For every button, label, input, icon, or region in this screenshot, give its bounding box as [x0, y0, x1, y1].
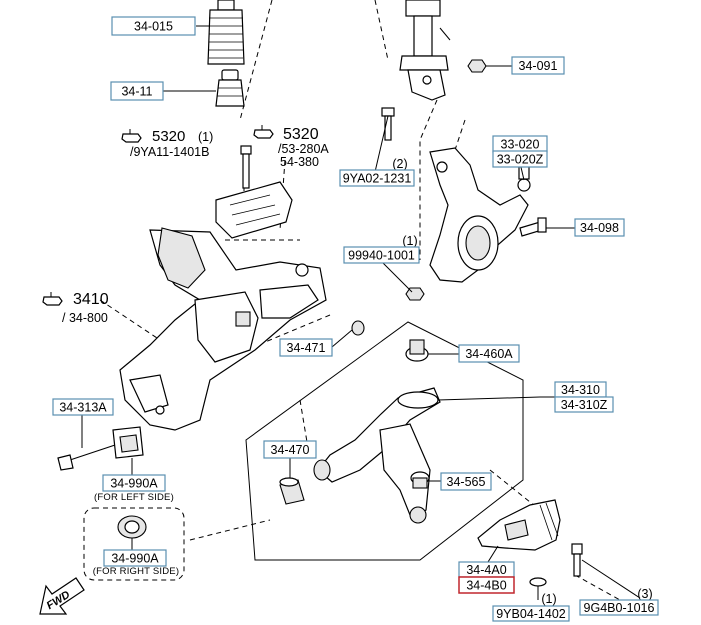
- leader-lines: [81, 25, 641, 600]
- pointing-hand-icon: [253, 125, 274, 139]
- callout-34-4a0-label: 34-4A0: [466, 563, 506, 577]
- callout-34-990a-left[interactable]: 34-990A (FOR LEFT SIDE): [94, 474, 174, 503]
- washer-9yb04: [529, 577, 547, 587]
- callout-34-471-label: 34-471: [287, 341, 326, 355]
- reference-5320-a-number: 5320: [152, 128, 185, 145]
- callout-33-020[interactable]: 33-020: [492, 135, 548, 153]
- pointing-hand-icon: [42, 292, 63, 306]
- callout-34-098[interactable]: 34-098: [574, 218, 625, 237]
- callout-99940-1001[interactable]: (1) 99940-1001: [343, 234, 420, 264]
- callout-34-015[interactable]: 34-015: [111, 16, 196, 36]
- callout-9yb04-1402[interactable]: (1) 9YB04-1402: [492, 592, 570, 622]
- strut-assembly: [399, 0, 451, 101]
- dashed-guides: [99, 0, 621, 601]
- callout-33-020z[interactable]: 33-020Z: [492, 150, 548, 168]
- callout-9ya02-label: 9YA02-1231: [343, 172, 412, 186]
- callout-34-4a0[interactable]: 34-4A0: [458, 561, 515, 578]
- reference-5320-b[interactable]: 5320 /53-280A 54-380: [253, 125, 329, 169]
- reference-5320-a[interactable]: 5320 (1) /9YA11-1401B: [121, 128, 213, 159]
- callout-34-310z-label: 34-310Z: [561, 398, 608, 412]
- callout-34-990a-right[interactable]: 34-990A (FOR RIGHT SIDE): [93, 549, 179, 577]
- callout-34-565-label: 34-565: [447, 475, 486, 489]
- forward-direction-arrow: FWD: [39, 577, 85, 615]
- callout-34-313a-label: 34-313A: [59, 401, 107, 415]
- callout-34-310z[interactable]: 34-310Z: [554, 396, 614, 413]
- callout-9g4b0-label: 9G4B0-1016: [584, 601, 655, 615]
- lower-arm-group-outline: [245, 321, 524, 561]
- callout-34-990a-left-label: 34-990A: [110, 477, 158, 491]
- bushing-34-990a-right: [117, 515, 147, 539]
- callout-34-098-label: 34-098: [580, 221, 619, 235]
- lower-arm-bracket: [477, 499, 561, 551]
- callout-9ya02-qty: (2): [392, 157, 407, 171]
- callout-34-11[interactable]: 34-11: [110, 81, 164, 101]
- lower-control-arm: [313, 387, 441, 524]
- steering-knuckle: [429, 147, 531, 283]
- fwd-arrow-icon: [39, 577, 85, 615]
- right-side-group: [83, 507, 185, 581]
- reference-5320-a-qty: (1): [198, 130, 213, 144]
- bushing-34-990a-left: [112, 426, 144, 459]
- callout-34-313a[interactable]: 34-313A: [52, 398, 114, 416]
- callout-34-4b0[interactable]: 34-4B0: [458, 576, 515, 594]
- callout-34-310[interactable]: 34-310: [554, 381, 607, 398]
- subframe-bracket: [215, 145, 293, 239]
- callout-34-11-label: 34-11: [121, 85, 152, 99]
- callout-34-460a-label: 34-460A: [465, 347, 513, 361]
- callout-9ya02-1231[interactable]: (2) 9YA02-1231: [339, 157, 415, 187]
- reference-5320-b-sub2: 54-380: [280, 155, 319, 169]
- callout-34-460a[interactable]: 34-460A: [458, 344, 520, 363]
- callout-34-091-label: 34-091: [519, 59, 558, 73]
- nut-34-091: [467, 59, 487, 73]
- callout-33-020z-label: 33-020Z: [497, 153, 544, 167]
- dust-boot: [207, 0, 245, 65]
- note-for-left-side: (FOR LEFT SIDE): [94, 492, 174, 503]
- pointing-hand-icon: [121, 129, 142, 143]
- callout-34-990a-right-label: 34-990A: [111, 552, 159, 566]
- callout-34-471[interactable]: 34-471: [279, 338, 333, 357]
- callout-34-4b0-label: 34-4B0: [466, 579, 506, 593]
- callout-99940-label: 99940-1001: [348, 249, 415, 263]
- callout-9yb04-qty: (1): [541, 592, 556, 606]
- reference-5320-a-sub: /9YA11-1401B: [130, 145, 209, 159]
- bushing-34-471: [351, 320, 365, 336]
- crossmember: [119, 227, 327, 431]
- reference-3410-sub: / 34-800: [62, 311, 108, 325]
- note-for-right-side: (FOR RIGHT SIDE): [93, 566, 179, 577]
- callout-9g4b0-qty: (3): [637, 587, 652, 601]
- bushing-34-460a: [405, 339, 429, 362]
- bushing-34-470: [279, 477, 305, 505]
- callout-9yb04-label: 9YB04-1402: [496, 607, 566, 621]
- reference-5320-b-sub1: /53-280A: [278, 142, 329, 156]
- nut-99940: [405, 287, 425, 301]
- callout-34-565[interactable]: 34-565: [440, 472, 492, 491]
- bolt-9g4b0: [571, 543, 583, 577]
- bolt-34-098: [519, 217, 547, 237]
- callout-34-310-label: 34-310: [561, 383, 600, 397]
- callout-9g4b0-1016[interactable]: (3) 9G4B0-1016: [579, 587, 659, 616]
- callout-33-020-label: 33-020: [501, 138, 540, 152]
- reference-5320-b-number: 5320: [283, 126, 319, 143]
- callout-34-470-label: 34-470: [271, 443, 310, 457]
- reference-3410[interactable]: 3410 / 34-800: [42, 291, 109, 325]
- cap-34-565: [410, 471, 430, 489]
- callout-34-091[interactable]: 34-091: [511, 56, 565, 75]
- callout-34-015-label: 34-015: [134, 20, 173, 34]
- bump-stop: [215, 69, 245, 107]
- reference-3410-number: 3410: [73, 291, 109, 308]
- callout-34-470[interactable]: 34-470: [263, 440, 317, 459]
- callout-99940-qty: (1): [402, 234, 417, 248]
